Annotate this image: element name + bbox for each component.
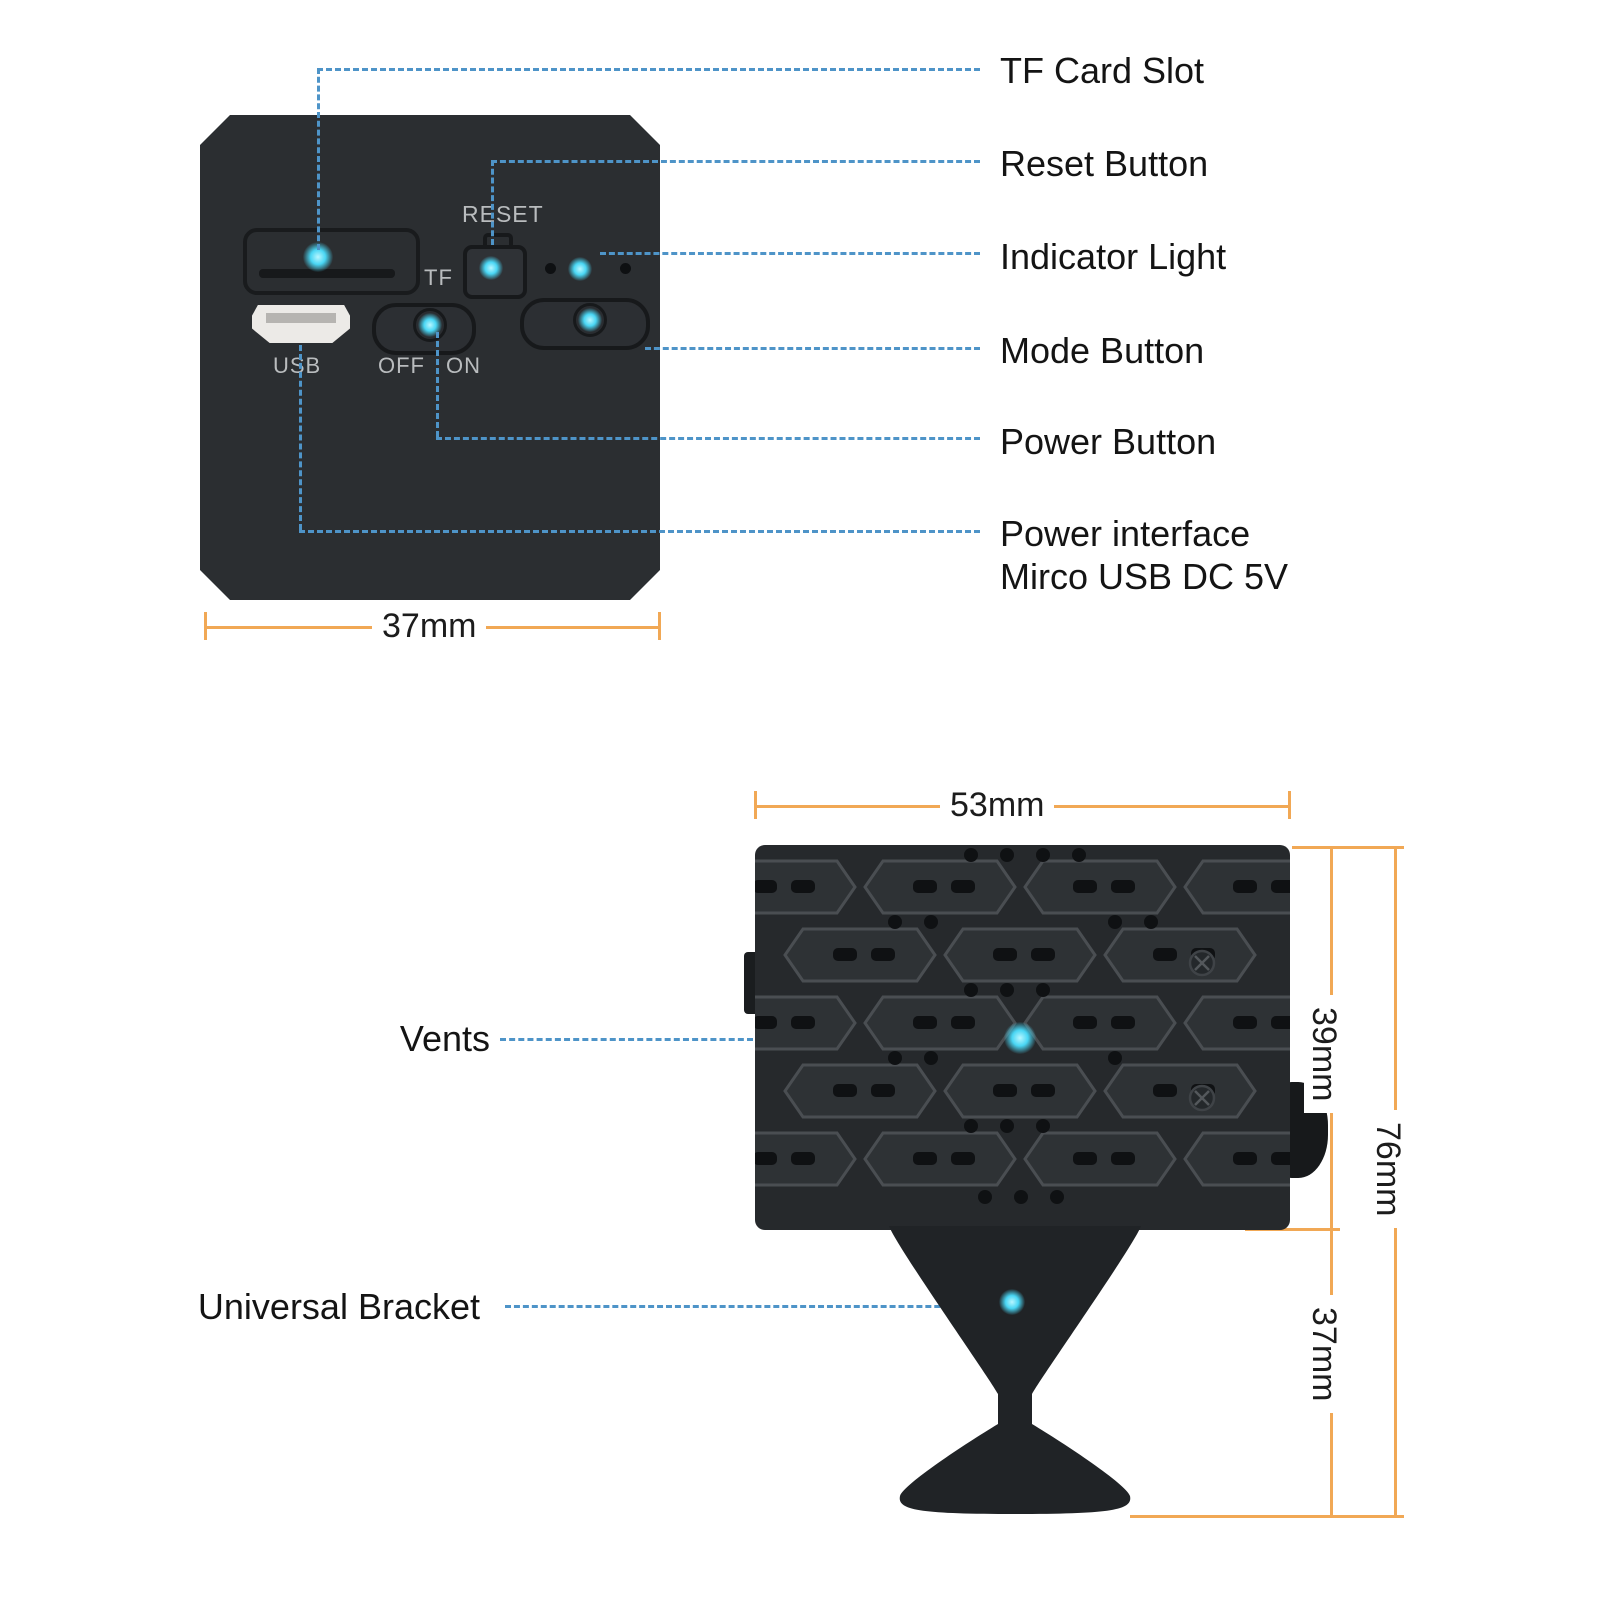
camera-back-view: RESET TF USB OFF ON: [200, 115, 660, 600]
leader-line-reset-h: [491, 160, 980, 163]
tf-switch-label: TF: [424, 265, 453, 290]
dim-53mm-text: 53mm: [940, 786, 1055, 825]
callout-indicator-light: Indicator Light: [1000, 236, 1227, 277]
screw-icon: [1188, 949, 1216, 1112]
tf-card-slot-opening: [259, 269, 395, 278]
camera-led-icon: [1004, 1022, 1036, 1054]
leader-line-power-interface-v: [299, 345, 302, 530]
dim-tick-middle: [1245, 1228, 1340, 1231]
indicator-dot-right: [620, 263, 631, 274]
leader-line-tf-card-slot-h: [317, 68, 980, 71]
callout-universal-bracket: Universal Bracket: [197, 1286, 480, 1327]
callout-tf-card-slot: TF Card Slot: [1000, 50, 1205, 91]
dim-tick-bottom: [1130, 1515, 1404, 1518]
indicator-light-led-icon: [568, 257, 592, 281]
callout-power-interface-line1: Power interface: [1000, 513, 1251, 554]
reset-label: RESET: [462, 201, 544, 227]
vent-pattern: [703, 848, 1337, 1204]
leader-line-power-h: [436, 437, 980, 440]
tf-card-slot: [243, 228, 420, 295]
usb-port-pins: [266, 313, 336, 323]
callout-vents: Vents: [399, 1018, 490, 1059]
leader-line-power-interface-h: [299, 530, 980, 533]
leader-line-reset-v: [491, 160, 494, 245]
mode-led-icon: [578, 308, 602, 332]
on-label: ON: [446, 353, 481, 378]
bracket-led-icon: [999, 1289, 1025, 1315]
universal-bracket-stand: [889, 1226, 1141, 1514]
leader-line-power-v: [436, 332, 439, 437]
leader-line-bracket: [505, 1305, 985, 1308]
callout-power-interface-line2: Mirco USB DC 5V: [1000, 556, 1289, 597]
usb-label: USB: [273, 353, 322, 378]
dim-37mm-bracket-text: 37mm: [1304, 1295, 1343, 1414]
callout-power-button: Power Button: [1000, 421, 1217, 462]
callout-reset-button: Reset Button: [1000, 143, 1209, 184]
leader-line-vents: [500, 1038, 753, 1041]
off-label: OFF: [378, 353, 425, 378]
dim-39mm-text: 39mm: [1304, 995, 1343, 1114]
usb-port: [252, 305, 350, 343]
indicator-dot-left: [545, 263, 556, 274]
dim-37mm-width-text: 37mm: [372, 607, 487, 646]
reset-button: [463, 245, 527, 299]
leader-line-indicator-h: [600, 252, 980, 255]
leader-line-mode-h: [645, 347, 980, 350]
reset-led-icon: [479, 256, 503, 280]
callout-mode-button: Mode Button: [1000, 330, 1205, 371]
dim-76mm-text: 76mm: [1368, 1110, 1407, 1229]
leader-line-tf-card-slot-v: [317, 68, 320, 250]
reset-button-tab: [483, 233, 513, 251]
dim-tick-top: [1292, 846, 1404, 849]
